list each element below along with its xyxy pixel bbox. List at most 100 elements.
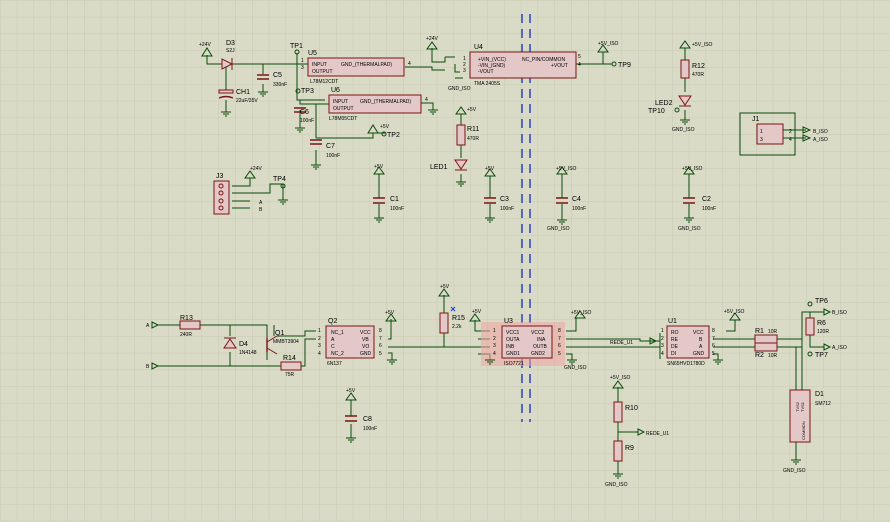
test-point-tp7[interactable]: TP7 [807,351,828,359]
capacitor-c3[interactable]: +5V C3 100nF [484,166,514,212]
svg-text:1: 1 [661,328,664,334]
svg-text:VO: VO [362,344,369,350]
svg-text:TP6: TP6 [815,298,828,305]
capacitor-c7[interactable]: C7 100nF [310,139,340,159]
resistor-r10[interactable]: R10 [613,401,638,423]
svg-text:INB: INB [506,344,515,350]
svg-text:GND_(THERMALPAD): GND_(THERMALPAD) [341,62,392,68]
connector-j3[interactable]: J3 A B [213,173,263,215]
svg-text:1: 1 [493,328,496,334]
svg-text:+5V: +5V [374,164,384,170]
capacitor-c1[interactable]: +5V C1 100nF [373,164,404,212]
svg-text:A: A [699,344,703,350]
digital-isolator-u3[interactable]: U3 VCC1 OUTA INB GND1 VCC2 INA OUTB GND2… [481,318,565,367]
svg-text:1: 1 [760,129,763,135]
svg-text:75R: 75R [285,372,295,378]
svg-text:1: 1 [463,56,466,62]
power-5v-iso-u3: +5V_ISO [571,310,592,319]
power-5v-iso-u1: +5V_ISO [724,309,745,321]
svg-text:OUTA: OUTA [506,337,520,343]
svg-text:+5V: +5V [467,107,477,113]
svg-text:+5V_ISO: +5V_ISO [610,375,631,381]
resistor-r14[interactable]: R14 75R [280,355,302,378]
svg-text:100nF: 100nF [500,206,514,212]
svg-text:100nF: 100nF [390,206,404,212]
optocoupler-q2[interactable]: Q2 NC_1 A C NC_2 VCC VB VO GND 6N137 1 2… [318,318,382,367]
svg-text:INPUT: INPUT [312,62,327,68]
svg-text:TP3: TP3 [301,88,314,95]
resistor-r12[interactable]: R12 470R [680,59,705,79]
resistor-r6[interactable]: R6 120R [805,317,829,336]
svg-text:330nF: 330nF [273,82,287,88]
resistor-r13[interactable]: R13 240R [179,315,201,338]
svg-text:2: 2 [789,129,792,135]
svg-text:+5V: +5V [346,388,356,394]
led-led1[interactable]: LED1 [430,159,468,171]
power-5v-r15: +5V [438,284,450,297]
connector-j1[interactable]: J1 1 3 2 4 B_ISO A_ISO [739,112,828,156]
svg-text:C3: C3 [500,196,509,203]
led-led2[interactable]: LED2 TP10 [648,95,692,115]
test-point-tp4[interactable]: TP4 [273,176,286,189]
svg-text:VB: VB [362,337,369,343]
svg-text:R1: R1 [755,328,764,335]
svg-text:U1: U1 [668,318,677,325]
svg-text:LED2: LED2 [655,100,673,107]
resistor-r11[interactable]: R11 470R [456,124,479,146]
svg-text:RE: RE [671,337,679,343]
svg-text:INPUT: INPUT [333,99,348,105]
test-point-tp3[interactable]: TP3 [295,88,314,95]
svg-text:A_ISO: A_ISO [832,345,847,351]
svg-text:D1: D1 [815,391,824,398]
svg-text:4: 4 [425,97,428,103]
svg-text:D4: D4 [239,341,248,348]
svg-text:S2J: S2J [226,48,235,54]
svg-text:U6: U6 [331,87,340,94]
svg-text:7: 7 [712,336,715,342]
svg-text:VCC2: VCC2 [531,330,545,336]
capacitor-c2[interactable]: +5V_ISO C2 100nF GND_ISO [678,166,716,232]
capacitor-c4[interactable]: +5V_ISO C4 100nF GND_ISO [547,166,586,232]
svg-text:GND_ISO: GND_ISO [783,468,806,474]
capacitor-ch1[interactable]: CH1 22uF/35V [218,89,258,104]
power-5v-iso-u4: +5V_ISO [597,41,619,53]
capacitor-c5[interactable]: C5 330nF [257,72,287,88]
transistor-q1[interactable]: Q1 MMBT3904 [266,330,299,355]
svg-text:2.2k: 2.2k [452,324,462,330]
capacitor-c8[interactable]: +5V C8 100nF [345,388,377,432]
tvs-diode-d1[interactable]: D1 SM712 TVS2 TVS1 COMMON [789,389,831,443]
test-point-tp6[interactable]: TP6 [807,298,828,307]
svg-text:OUTB: OUTB [533,344,548,350]
resistor-r9[interactable]: R9 [613,440,634,462]
regulator-u5[interactable]: U5 INPUT OUTPUT GND_(THERMALPAD) L78M12C… [301,50,411,85]
diode-d4[interactable]: D4 1N4148 [223,337,257,356]
svg-text:J3: J3 [216,173,224,180]
rs485-transceiver-u1[interactable]: U1 RO RE DE DI VCC B A GND SN65HVD1780D … [661,318,715,367]
input-terminal-b: B [146,362,160,370]
svg-text:C5: C5 [273,72,282,79]
svg-text:TVS2: TVS2 [795,401,800,412]
resistor-r15[interactable]: R15 2.2k [439,306,465,334]
svg-text:3: 3 [760,137,763,143]
svg-text:INA: INA [537,337,546,343]
power-5v-q2: +5V [385,310,397,322]
svg-text:100nF: 100nF [363,426,377,432]
svg-text:TP1: TP1 [290,43,303,50]
capacitor-c6[interactable]: C6 100nF [294,107,314,124]
test-point-tp1[interactable]: TP1 [290,43,303,55]
test-point-tp9[interactable]: TP9 [611,61,631,69]
svg-text:+VIN_(VCC): +VIN_(VCC) [478,57,506,63]
resistor-r2[interactable]: R2 10R [754,342,778,359]
svg-text:A: A [146,323,150,329]
regulator-u6[interactable]: U6 INPUT OUTPUT GND_(THERMALPAD) L78M05C… [328,87,428,122]
svg-text:R10: R10 [625,405,638,412]
dcdc-converter-u4[interactable]: U4 +VIN_(VCC) -VIN_(GND) -VOUT NC_PIN/CO… [463,44,581,87]
svg-text:GND_ISO: GND_ISO [564,365,587,371]
svg-text:GND: GND [360,351,372,357]
diode-d3[interactable]: D3 S2J [221,40,235,70]
svg-text:7: 7 [379,336,382,342]
gnd-iso-u3: GND_ISO [564,365,587,371]
svg-text:LED1: LED1 [430,164,448,171]
